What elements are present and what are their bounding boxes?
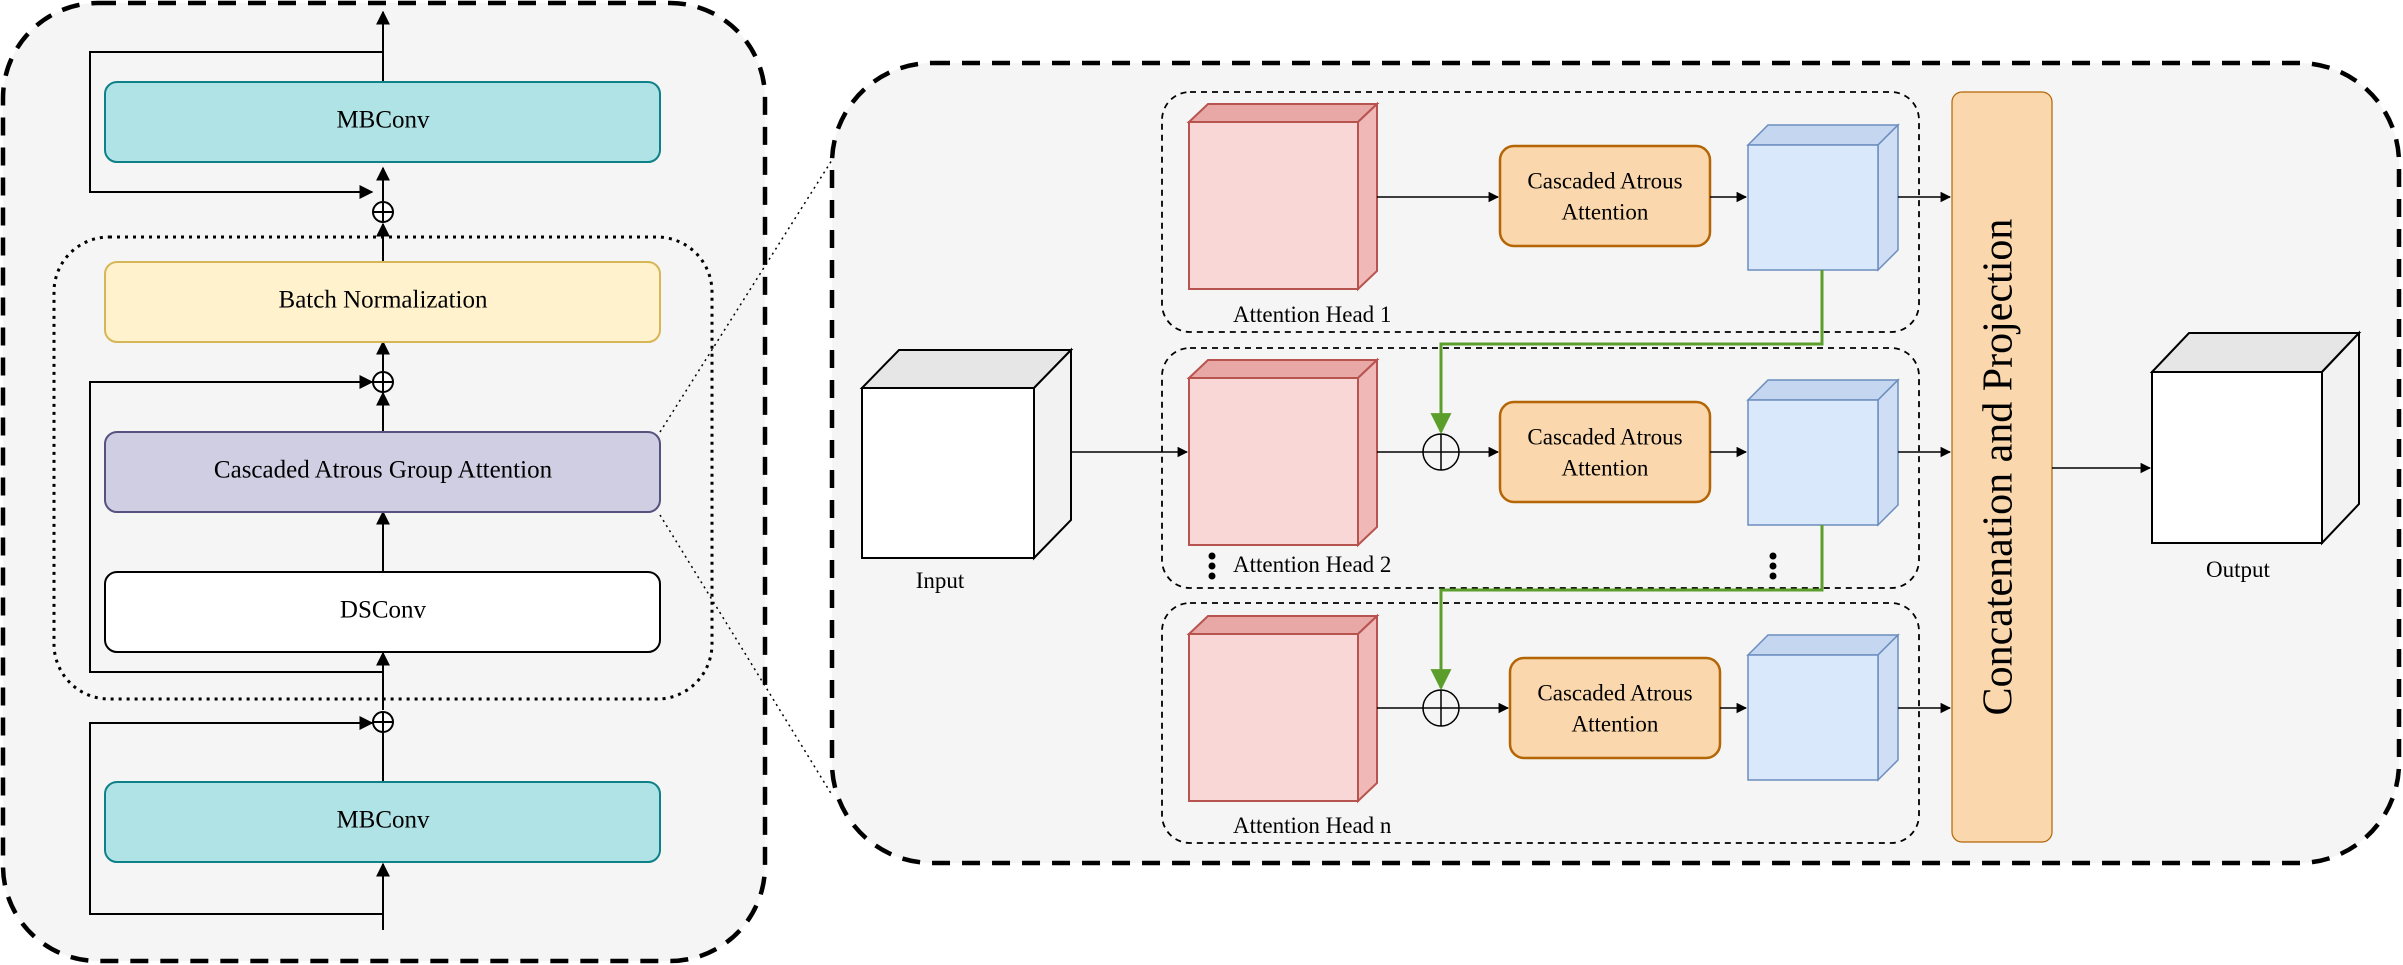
attention-head-n-label: Attention Head n — [1233, 813, 1392, 838]
cascade-link-1-to-2 — [1430, 270, 1824, 435]
head-2-output-cube — [1746, 378, 1900, 527]
head-n-attention-line1: Cascaded Atrous — [1537, 680, 1692, 705]
head-n-sum-node — [1422, 689, 1460, 727]
input-label: Input — [916, 568, 965, 593]
head-2-attention-line2: Attention — [1562, 455, 1649, 480]
attention-head-2-group — [1161, 347, 1920, 589]
mbconv-top-label: MBConv — [336, 107, 430, 134]
mbconv-bottom-block: MBConv — [104, 781, 661, 863]
head-n-input-cube — [1186, 613, 1380, 804]
attention-head-n-group — [1161, 602, 1920, 844]
cascaded-atrous-group-attention-label: Cascaded Atrous Group Attention — [214, 457, 553, 484]
cascade-link-2-to-n — [1430, 525, 1824, 691]
mbconv-bottom-label: MBConv — [336, 807, 430, 834]
attention-head-2-label: Attention Head 2 — [1233, 552, 1391, 577]
encoder-block-panel: MBConv Batch Normalization Cascaded Atro… — [0, 0, 768, 964]
sum-node — [372, 201, 394, 223]
concatenation-projection-block: Concatenation and Projection — [1951, 91, 2053, 843]
head-2-attention-block: Cascaded Atrous Attention — [1498, 400, 1712, 504]
batch-normalization-block: Batch Normalization — [104, 261, 661, 343]
zoom-connector-bottom — [659, 514, 833, 796]
sum-node — [372, 371, 394, 393]
concatenation-projection-label: Concatenation and Projection — [1976, 219, 2022, 716]
cascaded-atrous-group-attention-block: Cascaded Atrous Group Attention — [104, 431, 661, 513]
head-n-attention-block: Cascaded Atrous Attention — [1508, 656, 1722, 760]
head-2-attention-line1: Cascaded Atrous — [1527, 424, 1682, 449]
attention-head-1-group — [1161, 91, 1920, 333]
vertical-ellipsis-icon — [1769, 552, 1777, 580]
attention-detail-panel: Input Output Concatenation and Projectio… — [829, 60, 2402, 866]
head-1-output-cube — [1746, 123, 1900, 272]
head-n-attention-line2: Attention — [1572, 711, 1659, 736]
input-cube — [859, 347, 1074, 561]
head-2-sum-node — [1422, 433, 1460, 471]
head-1-attention-line1: Cascaded Atrous — [1527, 168, 1682, 193]
head-n-output-cube — [1746, 633, 1900, 782]
output-label: Output — [2206, 557, 2271, 582]
output-cube — [2149, 330, 2362, 546]
head-1-attention-line2: Attention — [1562, 199, 1649, 224]
attention-head-1-label: Attention Head 1 — [1233, 302, 1391, 327]
dsconv-label: DSConv — [340, 597, 427, 624]
dsconv-block: DSConv — [104, 571, 661, 653]
batch-normalization-label: Batch Normalization — [279, 287, 488, 314]
head-1-attention-block: Cascaded Atrous Attention — [1498, 144, 1712, 248]
head-1-input-cube — [1186, 101, 1380, 292]
vertical-ellipsis-icon — [1208, 552, 1216, 580]
mbconv-top-block: MBConv — [104, 81, 661, 163]
head-2-input-cube — [1186, 357, 1380, 548]
sum-node — [372, 711, 394, 733]
